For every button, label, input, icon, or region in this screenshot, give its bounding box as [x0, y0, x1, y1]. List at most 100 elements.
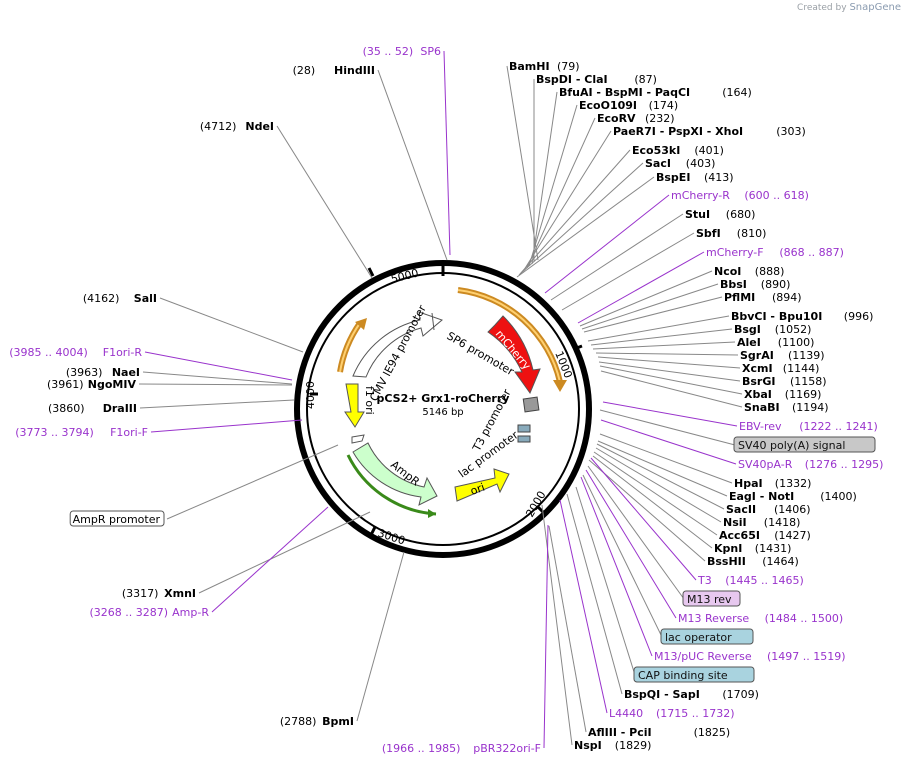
right-label[interactable]: BspEI(413) — [656, 171, 734, 184]
label-name: SbfI — [696, 227, 721, 240]
left-label[interactable]: AmpR promoter — [69, 510, 165, 527]
left-label[interactable]: Amp-R(3268 .. 3287) — [89, 606, 209, 619]
right-label[interactable]: SbfI(810) — [696, 227, 766, 240]
lac-operator-feature[interactable] — [517, 424, 531, 433]
mcherry-feature[interactable] — [487, 315, 541, 395]
right-label[interactable]: lac operator — [660, 628, 754, 645]
right-label[interactable]: M13/pUC Reverse(1497 .. 1519) — [654, 650, 846, 663]
snapgene-credit: Created by SnapGene — [797, 2, 901, 13]
left-label[interactable]: pBR322ori-F(1966 .. 1985) — [382, 742, 541, 755]
right-label[interactable]: PaeR7I - PspXI - XhoI(303) — [613, 125, 806, 138]
right-label[interactable]: BbsI(890) — [720, 278, 790, 291]
label-position: (1144) — [783, 362, 820, 375]
feature-box — [660, 628, 754, 645]
right-label[interactable]: mCherry-R(600 .. 618) — [671, 189, 809, 202]
leader-line — [590, 457, 697, 581]
left-label[interactable]: NaeI(3963) — [66, 366, 140, 379]
left-label[interactable]: XmnI(3317) — [122, 587, 196, 600]
left-label[interactable]: SalI(4162) — [83, 292, 157, 305]
label-name: BspEI — [656, 171, 690, 184]
right-label[interactable]: BbvCI - Bpu10I(996) — [731, 310, 873, 323]
right-label[interactable]: EagI - NotI(1400) — [729, 490, 857, 503]
right-label[interactable]: L4440(1715 .. 1732) — [609, 707, 735, 720]
right-label[interactable]: AflIII - PciI(1825) — [588, 726, 730, 739]
right-label[interactable]: SacII(1406) — [726, 503, 811, 516]
label-position: (35 .. 52) — [363, 45, 414, 58]
right-label[interactable]: NcoI(888) — [714, 265, 784, 278]
right-label[interactable]: XbaI(1169) — [744, 388, 821, 401]
leader-line — [559, 499, 608, 714]
feature-box-label: CAP binding site — [638, 669, 728, 682]
label-name: BbvCI - Bpu10I — [731, 310, 822, 323]
right-label[interactable]: M13 rev — [682, 590, 741, 607]
label-name: AleI — [737, 336, 761, 349]
left-label[interactable]: DraIII(3860) — [48, 402, 137, 415]
right-label[interactable]: SnaBI(1194) — [744, 401, 829, 414]
right-label[interactable]: BspQI - SapI(1709) — [624, 688, 759, 701]
right-label[interactable]: SgrAI(1139) — [740, 349, 825, 362]
left-label[interactable]: F1ori-F(3773 .. 3794) — [15, 426, 148, 439]
label-name: XmnI — [164, 587, 196, 600]
right-label[interactable]: EBV-rev(1222 .. 1241) — [739, 420, 878, 433]
left-label[interactable]: NgoMIV(3961) — [47, 378, 136, 391]
right-label[interactable]: mCherry-F(868 .. 887) — [706, 246, 844, 259]
right-label[interactable]: SV40pA-R(1276 .. 1295) — [738, 458, 883, 471]
right-label[interactable]: NsiI(1418) — [723, 516, 800, 529]
ampr-promoter-feature[interactable] — [351, 434, 365, 444]
label-position: (232) — [645, 112, 675, 125]
right-label[interactable]: PflMI(894) — [724, 291, 802, 304]
right-label[interactable]: HpaI(1332) — [734, 477, 811, 490]
right-label[interactable]: KpnI(1431) — [714, 542, 791, 555]
ori-feature[interactable] — [454, 468, 510, 502]
label-position: (1464) — [762, 555, 799, 568]
right-label[interactable]: StuI(680) — [685, 208, 755, 221]
right-label[interactable]: EcoRV(232) — [597, 112, 675, 125]
label-name: M13 Reverse — [678, 612, 749, 625]
left-label[interactable]: F1ori-R(3985 .. 4004) — [9, 346, 142, 359]
right-label[interactable]: XcmI(1144) — [742, 362, 819, 375]
leader-line — [561, 232, 695, 311]
right-label[interactable]: T3(1445 .. 1465) — [697, 574, 804, 587]
right-label[interactable]: BsgI(1052) — [734, 323, 811, 336]
label-position: (303) — [776, 125, 806, 138]
ampr-feature[interactable] — [352, 442, 438, 506]
label-position: (3268 .. 3287) — [89, 606, 168, 619]
sv40-polya-feature[interactable] — [522, 396, 540, 413]
left-label[interactable]: HindIII(28) — [293, 64, 375, 77]
cmv-promoter-feature[interactable] — [352, 311, 443, 378]
leader-line — [599, 433, 733, 484]
right-label[interactable]: Eco53kI(401) — [632, 144, 724, 157]
right-label[interactable]: EcoO109I(174) — [579, 99, 678, 112]
right-label[interactable]: SacI(403) — [645, 157, 715, 170]
right-label[interactable]: BssHII(1464) — [707, 555, 799, 568]
right-label[interactable]: M13 Reverse(1484 .. 1500) — [678, 612, 843, 625]
left-label[interactable]: NdeI(4712) — [200, 120, 274, 133]
outer-feature-arc-2-inner — [339, 322, 361, 373]
plasmid-name: pCS2+ Grx1-roCherry — [377, 392, 510, 405]
label-name: BfuAI - BspMI - PaqCI — [559, 86, 690, 99]
left-label[interactable]: BpmI(2788) — [280, 715, 354, 728]
cap-binding-feature[interactable] — [517, 435, 531, 443]
right-label[interactable]: CAP binding site — [633, 666, 755, 683]
right-label[interactable]: BspDI - ClaI(87) — [536, 73, 657, 86]
label-position: (1445 .. 1465) — [725, 574, 804, 587]
left-label[interactable]: SP6(35 .. 52) — [363, 45, 441, 58]
right-label[interactable]: NspI(1829) — [574, 739, 651, 752]
leader-line — [575, 486, 636, 676]
feature-box — [633, 666, 755, 683]
right-label[interactable]: BfuAI - BspMI - PaqCI(164) — [559, 86, 752, 99]
label-position: (28) — [293, 64, 316, 77]
right-label[interactable]: AleI(1100) — [737, 336, 814, 349]
leader-line — [528, 104, 578, 267]
leader-line — [548, 525, 587, 733]
label-position: (1406) — [774, 503, 811, 516]
right-label[interactable]: BsrGI(1158) — [742, 375, 827, 388]
feature-box-label: M13 rev — [687, 593, 732, 606]
right-label[interactable]: Acc65I(1427) — [719, 529, 811, 542]
right-label[interactable]: SV40 poly(A) signal — [733, 436, 876, 453]
label-position: (403) — [686, 157, 716, 170]
feature-box — [733, 436, 876, 453]
f1ori-feature[interactable] — [344, 383, 365, 428]
right-label[interactable]: BamHI(79) — [509, 60, 580, 73]
label-position: (2788) — [280, 715, 317, 728]
